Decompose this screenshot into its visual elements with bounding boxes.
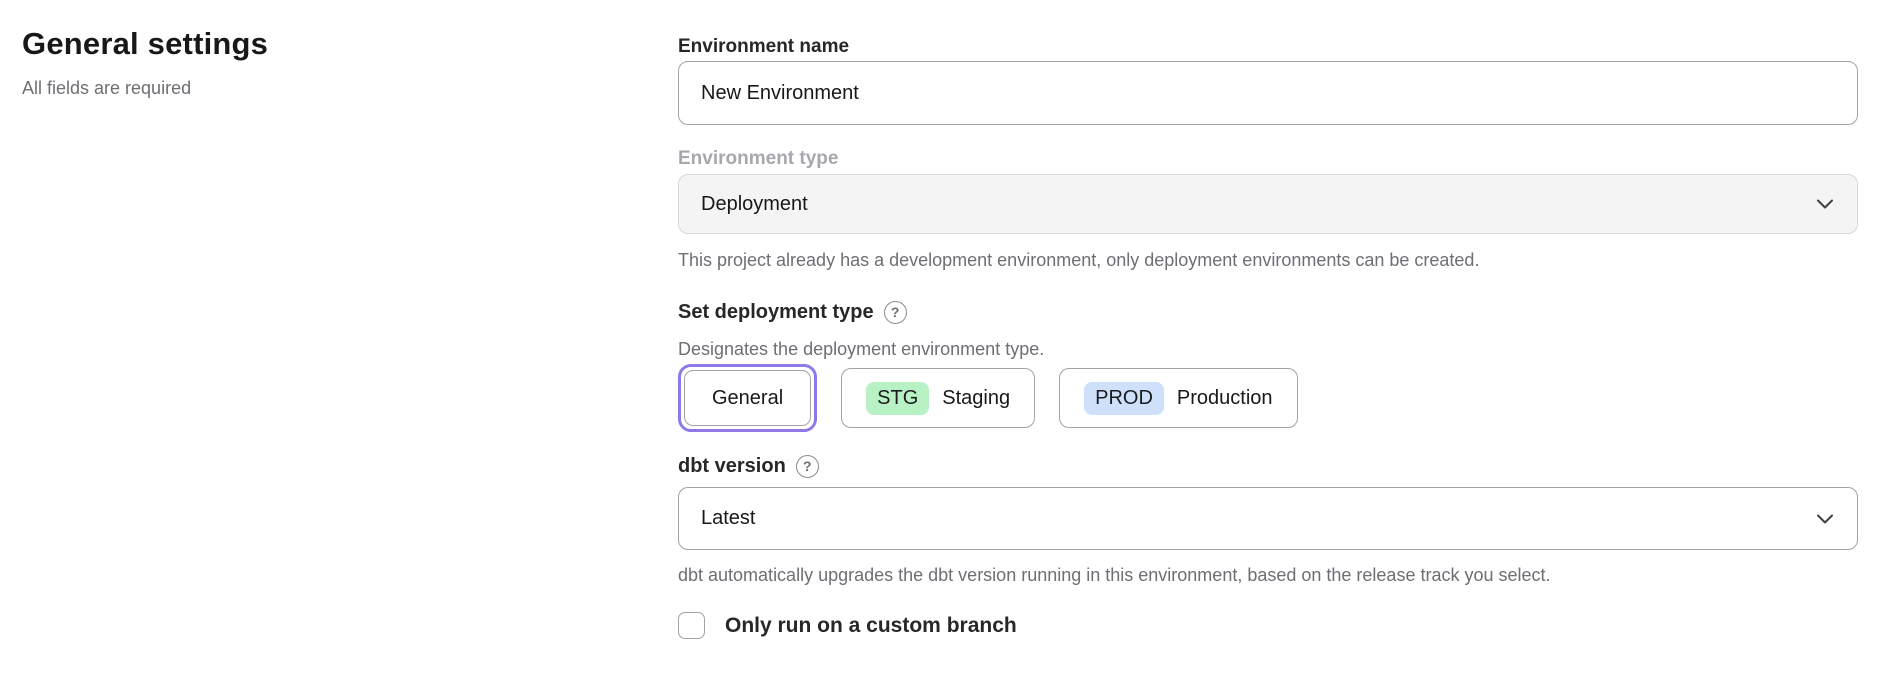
environment-name-input[interactable] — [678, 61, 1858, 125]
dbt-version-helper: dbt automatically upgrades the dbt versi… — [678, 565, 1551, 585]
selected-option-ring: General — [678, 364, 818, 432]
deployment-type-option-general[interactable]: General — [684, 370, 812, 426]
environment-type-select: Deployment — [678, 174, 1858, 234]
page-subtitle: All fields are required — [22, 78, 192, 98]
option-label: Production — [1176, 386, 1273, 409]
settings-header: General settings All fields are required — [22, 26, 582, 99]
production-badge: PROD — [1084, 381, 1164, 415]
option-label: General — [712, 386, 784, 409]
chevron-down-icon — [1817, 514, 1833, 523]
deployment-type-options: General STG Staging PROD Production — [678, 363, 1858, 433]
environment-settings-form: Environment name Environment type Deploy… — [678, 0, 1858, 639]
chevron-down-icon — [1817, 199, 1833, 209]
environment-name-label: Environment name — [678, 36, 850, 57]
environment-type-label: Environment type — [678, 148, 839, 169]
custom-branch-checkbox[interactable] — [678, 612, 705, 639]
environment-type-helper: This project already has a development e… — [678, 250, 1480, 270]
dbt-version-heading: dbt version — [678, 455, 786, 477]
custom-branch-row: Only run on a custom branch — [678, 612, 1858, 639]
environment-type-value: Deployment — [701, 192, 808, 215]
question-mark-circle-icon[interactable]: ? — [795, 454, 819, 478]
dbt-version-select[interactable]: Latest — [678, 487, 1858, 550]
page-title: General settings — [22, 26, 269, 61]
deployment-type-description: Designates the deployment environment ty… — [678, 339, 1045, 359]
set-deployment-type-heading: Set deployment type — [678, 301, 874, 323]
deployment-type-option-staging[interactable]: STG Staging — [841, 368, 1036, 428]
dbt-version-value: Latest — [701, 507, 756, 529]
question-mark-circle-icon[interactable]: ? — [883, 300, 907, 324]
staging-badge: STG — [866, 381, 930, 415]
deployment-type-option-production[interactable]: PROD Production — [1059, 368, 1298, 428]
option-label: Staging — [942, 386, 1011, 409]
custom-branch-label[interactable]: Only run on a custom branch — [725, 613, 1017, 637]
